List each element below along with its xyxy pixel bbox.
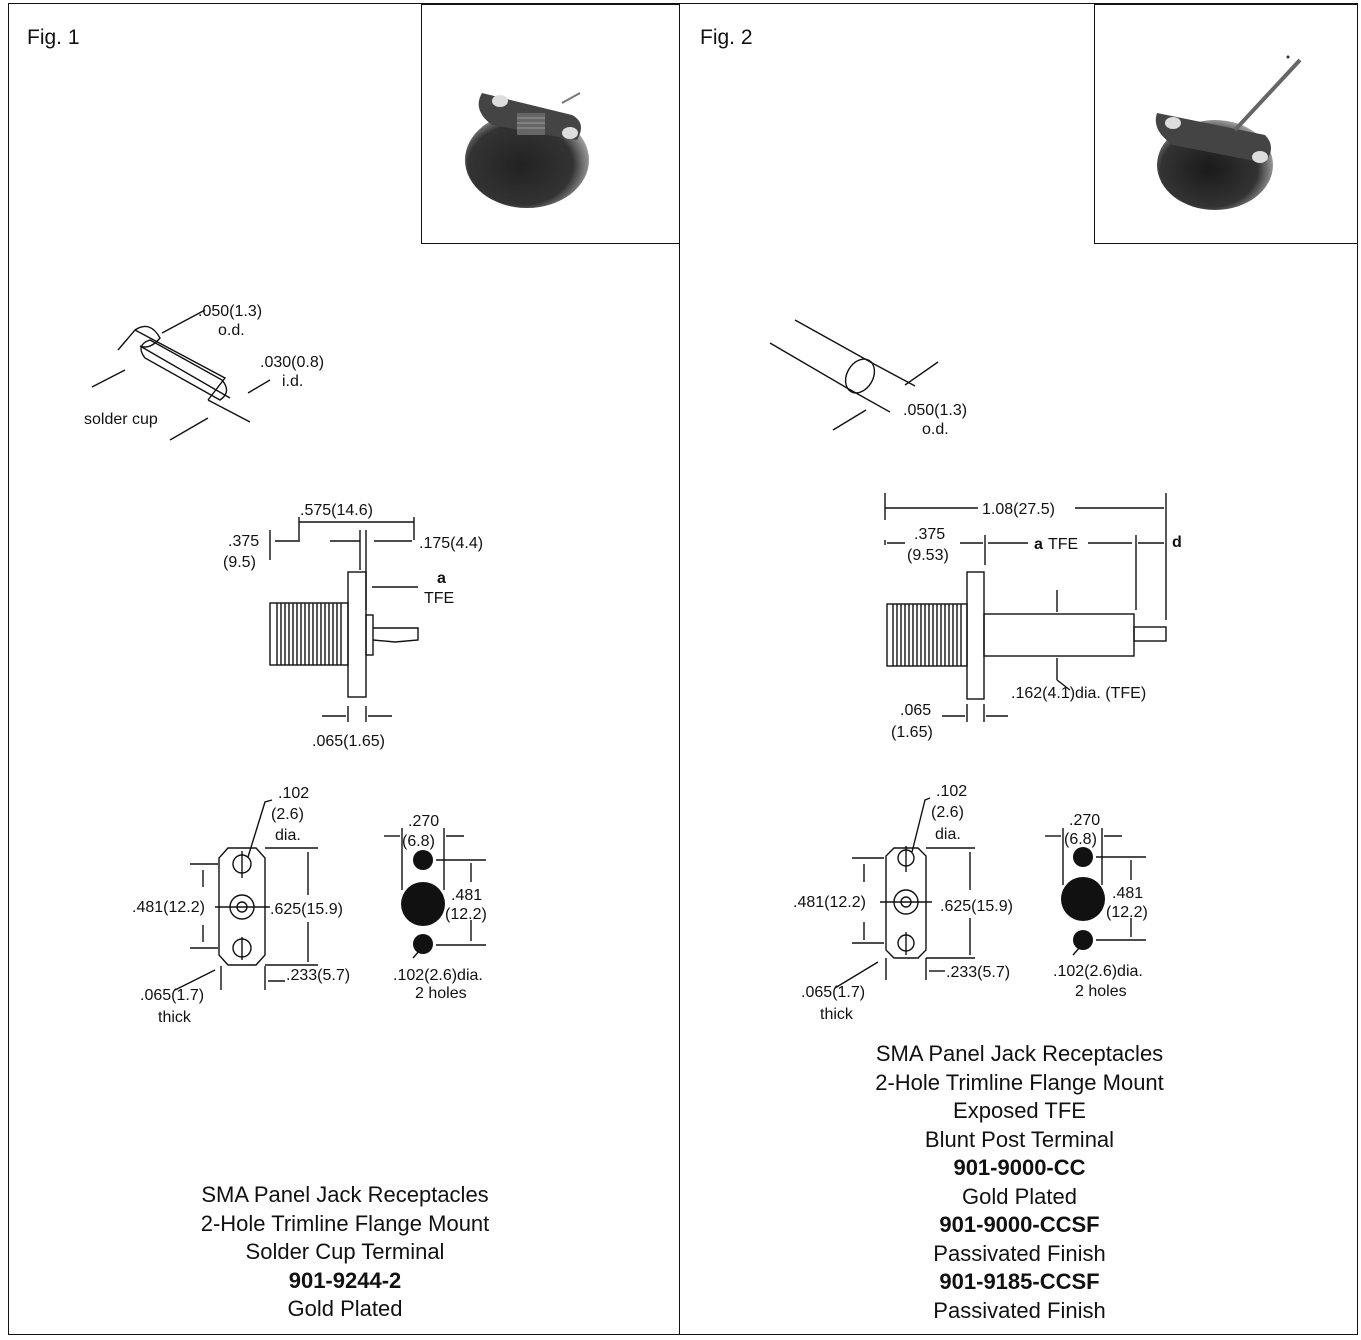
finish-label: Passivated Finish [933, 1240, 1106, 1266]
mounting-hole [413, 850, 433, 870]
dim-label: thick [158, 1009, 192, 1026]
dim-label: .481 [1112, 885, 1143, 902]
flange-drawing-fig1 [174, 799, 318, 991]
dim-label: 1.08(27.5) [982, 501, 1055, 518]
dim-label: .065(1.7) [801, 984, 865, 1001]
center-hole [401, 882, 445, 926]
dim-label: .065(1.65) [312, 733, 385, 750]
dim-label: (6.8) [402, 833, 435, 850]
caption-line: SMA Panel Jack Receptacles [201, 1182, 489, 1207]
dim-label: (2.6) [271, 806, 304, 823]
dim-label: .175(4.4) [419, 535, 483, 552]
figure-1-product-photo [421, 4, 680, 244]
dim-label: .162(4.1)dia. (TFE) [1011, 685, 1146, 702]
dim-label: .065 [900, 702, 931, 719]
dim-label: .625(15.9) [270, 901, 343, 918]
mounting-hole [1073, 930, 1093, 950]
dim-label: dia. [275, 827, 301, 844]
caption-line: Blunt Post Terminal [924, 1126, 1115, 1152]
dim-label: .102 [278, 785, 309, 802]
figure-2-product-photo [1094, 4, 1358, 244]
connector-photo-illustration [465, 92, 589, 208]
dim-label: TFE [424, 590, 454, 607]
dim-label: 2 holes [1075, 983, 1127, 1000]
dim-label: o.d. [922, 421, 949, 438]
mounting-hole [1073, 847, 1093, 867]
post-drawing-fig2 [769, 319, 939, 431]
dim-label: .575(14.6) [300, 502, 373, 519]
dim-label: .270 [1069, 812, 1100, 829]
dim-label: .481 [451, 887, 482, 904]
dim-label: a [437, 570, 446, 587]
side-view-drawing-fig1 [269, 517, 419, 722]
dim-label: 2 holes [415, 985, 467, 1002]
dim-label: i.d. [282, 373, 303, 390]
dim-label: .625(15.9) [940, 898, 1013, 915]
dim-label: .233(5.7) [286, 967, 350, 984]
finish-label: Passivated Finish [933, 1297, 1106, 1323]
panel-cutout-drawing-fig2 [1045, 828, 1146, 956]
dim-label: (1.65) [891, 724, 933, 741]
dim-label: o.d. [218, 322, 245, 339]
side-view-drawing-fig2 [884, 493, 1167, 722]
dim-label: .050(1.3) [198, 303, 262, 320]
figure-2-caption: SMA Panel Jack Receptacles 2-Hole Trimli… [680, 1040, 1359, 1325]
dim-label: .233(5.7) [946, 964, 1010, 981]
flange-drawing-fig2 [834, 797, 975, 989]
connector-photo-illustration [1155, 55, 1302, 210]
part-number: 901-9244-2 [288, 1267, 402, 1293]
part-number: 901-9000-CCSF [939, 1212, 1100, 1237]
dim-label: dia. [935, 826, 961, 843]
figure-1-panel: Fig. 1 [8, 3, 680, 1335]
finish-label: Gold Plated [962, 1183, 1077, 1209]
dim-label: .102(2.6)dia. [1053, 963, 1143, 980]
dim-label: .102 [936, 783, 967, 800]
dim-label: .050(1.3) [903, 402, 967, 419]
figure-1-label: Fig. 1 [27, 26, 80, 49]
dim-label: .481(12.2) [793, 894, 866, 911]
dim-label: (9.53) [907, 547, 949, 564]
solder-cup-drawing [91, 309, 271, 441]
dim-label: .375 [228, 533, 259, 550]
figure-2-label: Fig. 2 [700, 26, 753, 49]
figure-1-caption: SMA Panel Jack Receptacles 2-Hole Trimli… [9, 1181, 681, 1324]
center-hole [1061, 877, 1105, 921]
dim-label: a [1034, 536, 1043, 553]
dim-label: .065(1.7) [140, 987, 204, 1004]
dim-label: d [1172, 534, 1182, 551]
dim-label: .270 [408, 813, 439, 830]
dim-label: TFE [1048, 536, 1078, 553]
dim-label: (12.2) [1106, 904, 1148, 921]
part-number: 901-9000-CC [953, 1155, 1086, 1180]
mounting-hole [413, 934, 433, 954]
caption-line: SMA Panel Jack Receptacles [875, 1041, 1164, 1066]
dim-label: .102(2.6)dia. [393, 967, 483, 984]
part-number: 901-9185-CCSF [939, 1269, 1100, 1294]
dim-label: (9.5) [223, 554, 256, 571]
dim-label: .030(0.8) [260, 354, 324, 371]
dim-label: .481(12.2) [132, 899, 205, 916]
dim-label: (2.6) [931, 804, 964, 821]
dim-label: .375 [914, 526, 945, 543]
finish-label: Gold Plated [287, 1296, 403, 1321]
dim-label: (12.2) [445, 906, 487, 923]
caption-line: 2-Hole Trimline Flange Mount [875, 1069, 1164, 1095]
caption-line: Exposed TFE [953, 1098, 1086, 1123]
caption-line: 2-Hole Trimline Flange Mount [200, 1210, 490, 1236]
caption-line: Solder Cup Terminal [245, 1239, 445, 1264]
dim-label: (6.8) [1064, 831, 1097, 848]
figure-2-panel: Fig. 2 SMA Panel Jack Receptacle [679, 3, 1358, 1335]
dim-label: thick [820, 1006, 854, 1023]
dim-label: solder cup [84, 411, 158, 428]
